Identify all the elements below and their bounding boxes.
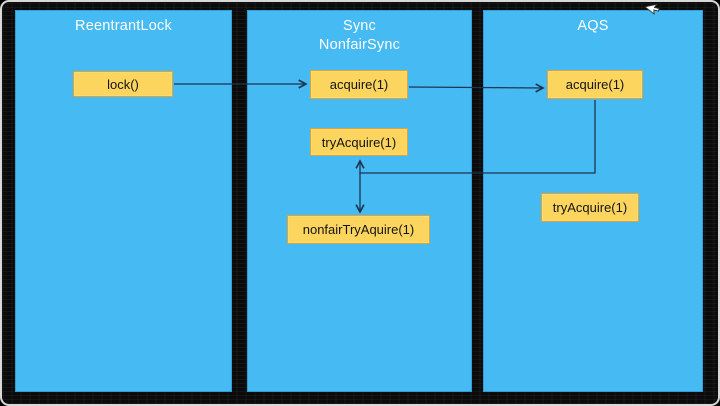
node-label: lock() [107,76,139,92]
panel-title-sync: Sync NonfairSync [248,11,471,55]
panel-title-reentrantlock: ReentrantLock [16,11,231,36]
node-aqs-acquire: acquire(1) [547,70,643,99]
node-sync-tryacquire: tryAcquire(1) [310,128,408,156]
node-label: acquire(1) [565,77,625,92]
node-label: nonfairTryAquire(1) [302,222,415,237]
node-label: tryAcquire(1) [552,200,628,215]
panel-title-aqs: AQS [484,11,702,36]
node-label: tryAcquire(1) [321,134,397,150]
node-label: acquire(1) [329,77,389,92]
node-lock: lock() [73,71,173,97]
panel-title-text: AQS [577,18,609,34]
panel-reentrantlock: ReentrantLock [15,10,232,392]
node-aqs-tryacquire: tryAcquire(1) [541,193,639,222]
node-sync-acquire: acquire(1) [310,70,408,99]
panel-title-text: ReentrantLock [75,18,172,34]
panel-title-text: NonfairSync [318,37,401,53]
panel-sync-nonfairsync: Sync NonfairSync [247,10,472,392]
node-nonfair-tryaquire: nonfairTryAquire(1) [287,215,430,244]
panel-title-text: Sync [342,18,377,34]
cursor-icon [645,3,660,15]
